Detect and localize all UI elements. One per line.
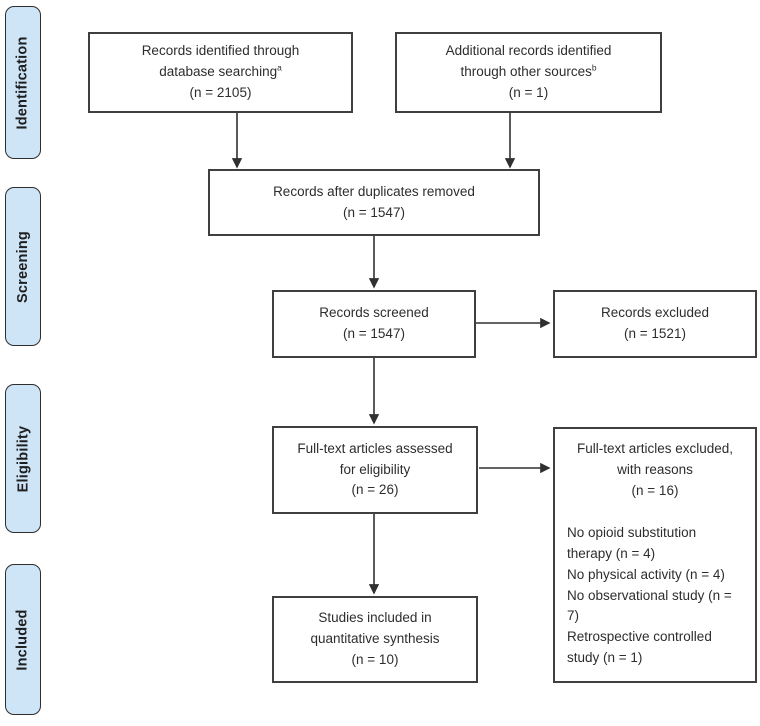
footnote-marker-b: b [591, 62, 597, 73]
box-line: through other sourcesb [460, 62, 597, 80]
box-additional-records: Additional records identified through ot… [395, 32, 662, 113]
stage-included: Included [5, 564, 41, 715]
box-line: database searchinga [159, 62, 282, 80]
exclusion-reason: No opioid substitution therapy (n = 4) [567, 524, 697, 561]
exclusion-reason: No observational study (n = 7) [567, 587, 732, 624]
box-line: with reasons [617, 461, 693, 477]
stage-screening-label: Screening [15, 230, 32, 303]
box-line: Records identified through [141, 43, 300, 59]
stage-eligibility-label: Eligibility [15, 425, 31, 492]
stage-screening: Screening [5, 187, 41, 346]
footnote-marker-a: a [277, 62, 282, 73]
box-line: Additional records identified [445, 43, 612, 59]
box-count: (n = 10) [351, 651, 399, 667]
box-line: quantitative synthesis [310, 631, 440, 647]
box-line: Full-text articles assessed [297, 440, 453, 456]
stage-included-label: Included [15, 608, 31, 671]
box-fulltext-excluded: Full-text articles excluded, with reason… [553, 427, 757, 683]
box-line: Records screened [319, 305, 429, 321]
box-duplicates-removed: Records after duplicates removed (n = 15… [208, 169, 540, 236]
box-studies-included: Studies included in quantitative synthes… [272, 596, 478, 683]
box-records-identified: Records identified through database sear… [88, 32, 353, 113]
exclusion-reason: Retrospective controlled study (n = 1) [567, 629, 712, 666]
stage-eligibility: Eligibility [5, 384, 41, 533]
box-line: for eligibility [339, 461, 411, 477]
box-fulltext-assessed: Full-text articles assessed for eligibil… [272, 426, 478, 514]
box-count: (n = 16) [631, 482, 679, 498]
box-line: Records excluded [600, 305, 710, 321]
box-count: (n = 2105) [189, 84, 252, 100]
exclusion-reason: No physical activity (n = 4) [567, 566, 725, 582]
stage-identification: Identification [5, 6, 41, 159]
box-line: Studies included in [318, 610, 432, 626]
exclusion-reasons-list: No opioid substitution therapy (n = 4) N… [567, 523, 743, 669]
box-line: Records after duplicates removed [273, 183, 475, 199]
box-count: (n = 1521) [624, 326, 686, 341]
box-count: (n = 1547) [343, 326, 405, 341]
box-count: (n = 1) [508, 84, 549, 100]
box-line: Full-text articles excluded, [576, 441, 734, 456]
box-records-excluded: Records excluded (n = 1521) [553, 290, 757, 358]
box-records-screened: Records screened (n = 1547) [272, 290, 476, 358]
box-count: (n = 26) [351, 482, 399, 498]
box-count: (n = 1547) [343, 204, 405, 220]
stage-identification-label: Identification [15, 35, 31, 130]
